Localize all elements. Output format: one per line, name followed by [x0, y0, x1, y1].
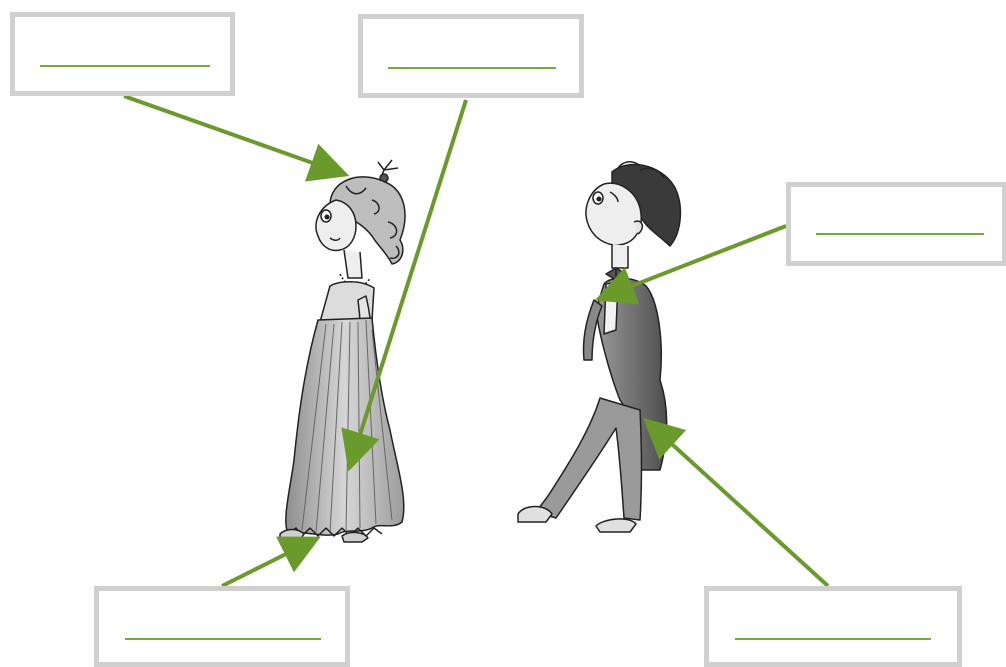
answer-underline — [735, 638, 931, 640]
arrow-to-lady-hair — [124, 96, 338, 172]
answer-underline — [40, 65, 210, 67]
boy-trousers — [536, 398, 642, 520]
label-box-lady-shoes[interactable] — [94, 586, 350, 667]
label-box-boy-trousers[interactable] — [704, 586, 962, 667]
label-box-lady-dress[interactable] — [358, 14, 584, 98]
label-box-lady-hair[interactable] — [10, 12, 235, 96]
boy-shoes — [518, 507, 636, 533]
answer-underline — [125, 638, 321, 640]
answer-underline — [388, 67, 556, 69]
answer-underline — [816, 233, 984, 235]
arrow-to-boy-trousers — [652, 426, 828, 586]
label-box-boy-tie[interactable] — [786, 182, 1006, 266]
boy-illustration — [518, 162, 680, 532]
arrow-to-lady-shoes — [222, 542, 310, 586]
pointer-arrows — [124, 96, 828, 586]
lady-face — [316, 200, 356, 250]
